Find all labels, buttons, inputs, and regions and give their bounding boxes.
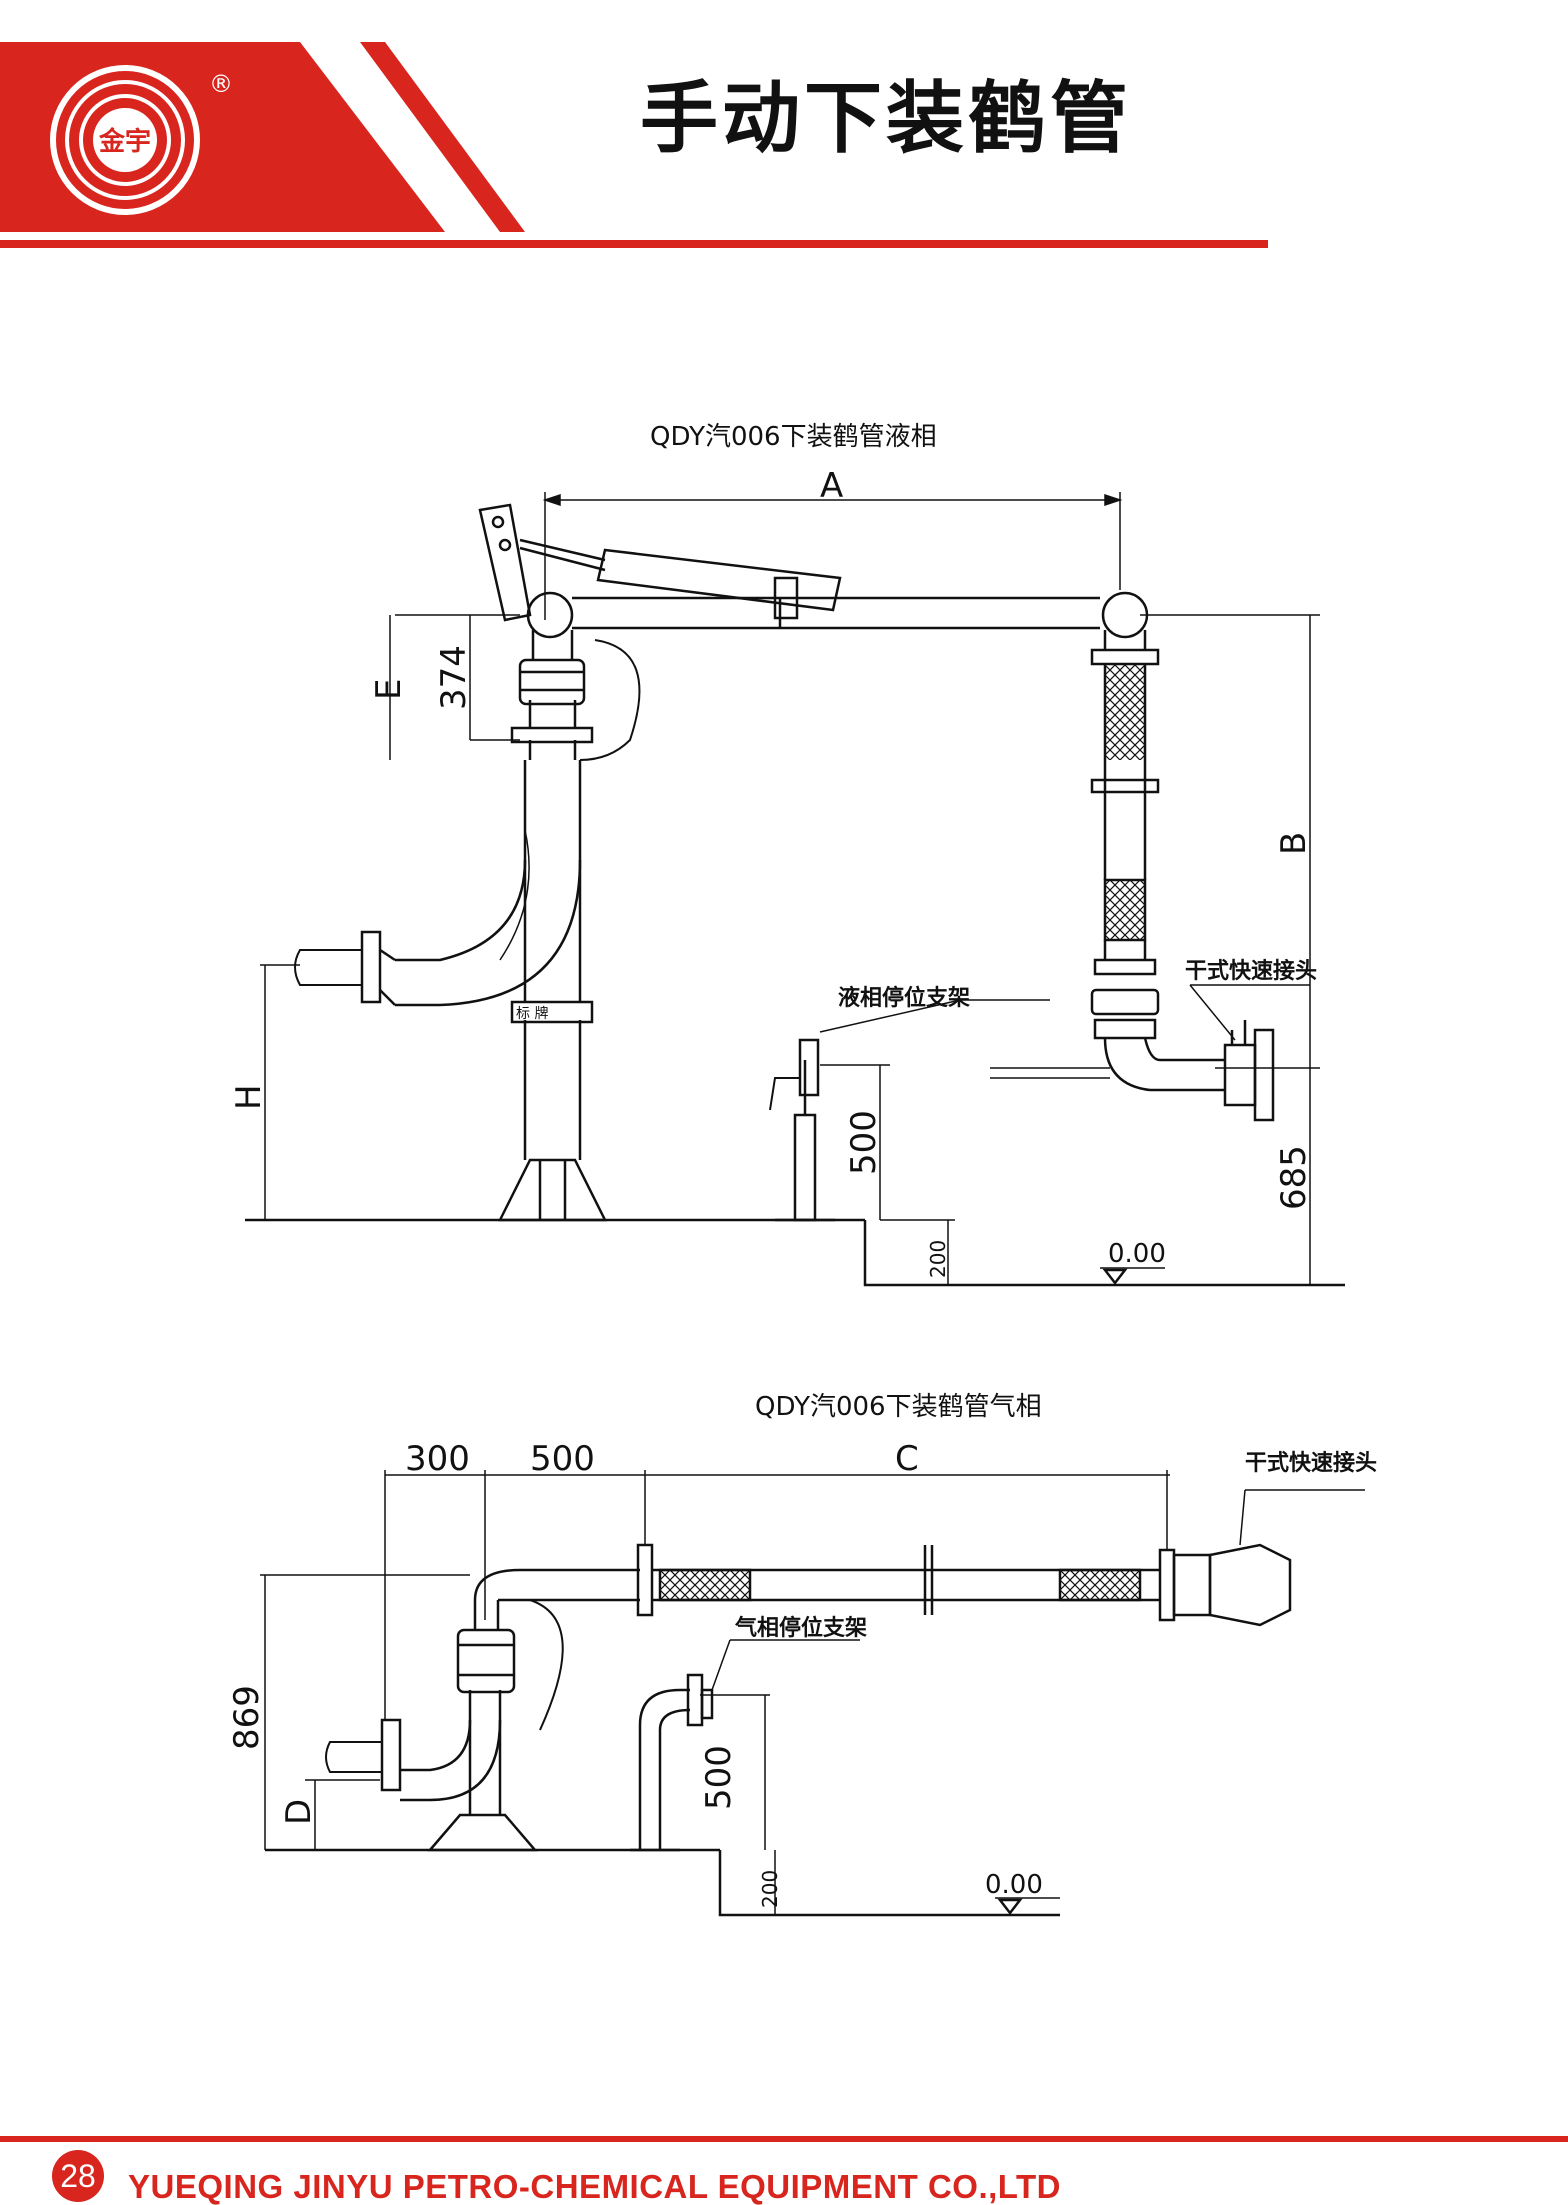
d2-dim-200: 200 xyxy=(758,1870,782,1908)
d2-dim-500-top: 500 xyxy=(530,1439,595,1479)
d1-label-coupler: 干式快速接头 xyxy=(1185,958,1317,984)
d1-dim-H: H xyxy=(229,1084,269,1110)
registered-mark: ® xyxy=(209,70,233,98)
header-red-banner xyxy=(0,42,445,232)
d2-dim-869: 869 xyxy=(227,1685,267,1750)
company-name: YUEQING JINYU PETRO-CHEMICAL EQUIPMENT C… xyxy=(128,2168,1061,2205)
d2-label-support: 气相停位支架 xyxy=(734,1615,867,1641)
d1-dim-374: 374 xyxy=(434,645,474,710)
d2-dim-300: 300 xyxy=(405,1439,470,1479)
d1-dim-685: 685 xyxy=(1274,1145,1314,1210)
header-rule xyxy=(0,240,1268,248)
d1-label-support: 液相停位支架 xyxy=(838,985,970,1011)
d1-label-base: 标 牌 xyxy=(516,1005,548,1022)
drawing-liquid-phase xyxy=(245,492,1345,1287)
d2-level: 0.00 xyxy=(985,1870,1043,1900)
d2-dim-500-side: 500 xyxy=(699,1745,739,1810)
logo-text: 金宇 xyxy=(98,126,151,157)
header-red-stripe xyxy=(360,42,525,232)
d1-dim-A: A xyxy=(820,466,843,506)
company-logo: 金宇 ® xyxy=(50,65,233,215)
d2-label-coupler: 干式快速接头 xyxy=(1245,1450,1377,1476)
d2-dim-D: D xyxy=(279,1799,319,1825)
d1-level: 0.00 xyxy=(1108,1239,1166,1269)
d1-dim-B: B xyxy=(1274,832,1314,855)
page-number: 28 xyxy=(52,2150,104,2202)
footer-rule xyxy=(0,2136,1568,2142)
page-title: 手动下装鹤管 xyxy=(640,74,1133,164)
d1-dim-E: E xyxy=(369,679,409,700)
d1-dim-200: 200 xyxy=(926,1240,950,1278)
d2-dim-C: C xyxy=(895,1439,919,1479)
d2-caption: QDY汽006下装鹤管气相 xyxy=(755,1392,1042,1422)
d1-dim-500: 500 xyxy=(844,1110,884,1175)
d1-caption: QDY汽006下装鹤管液相 xyxy=(650,422,937,452)
drawing-vapor-phase xyxy=(260,1470,1365,1917)
